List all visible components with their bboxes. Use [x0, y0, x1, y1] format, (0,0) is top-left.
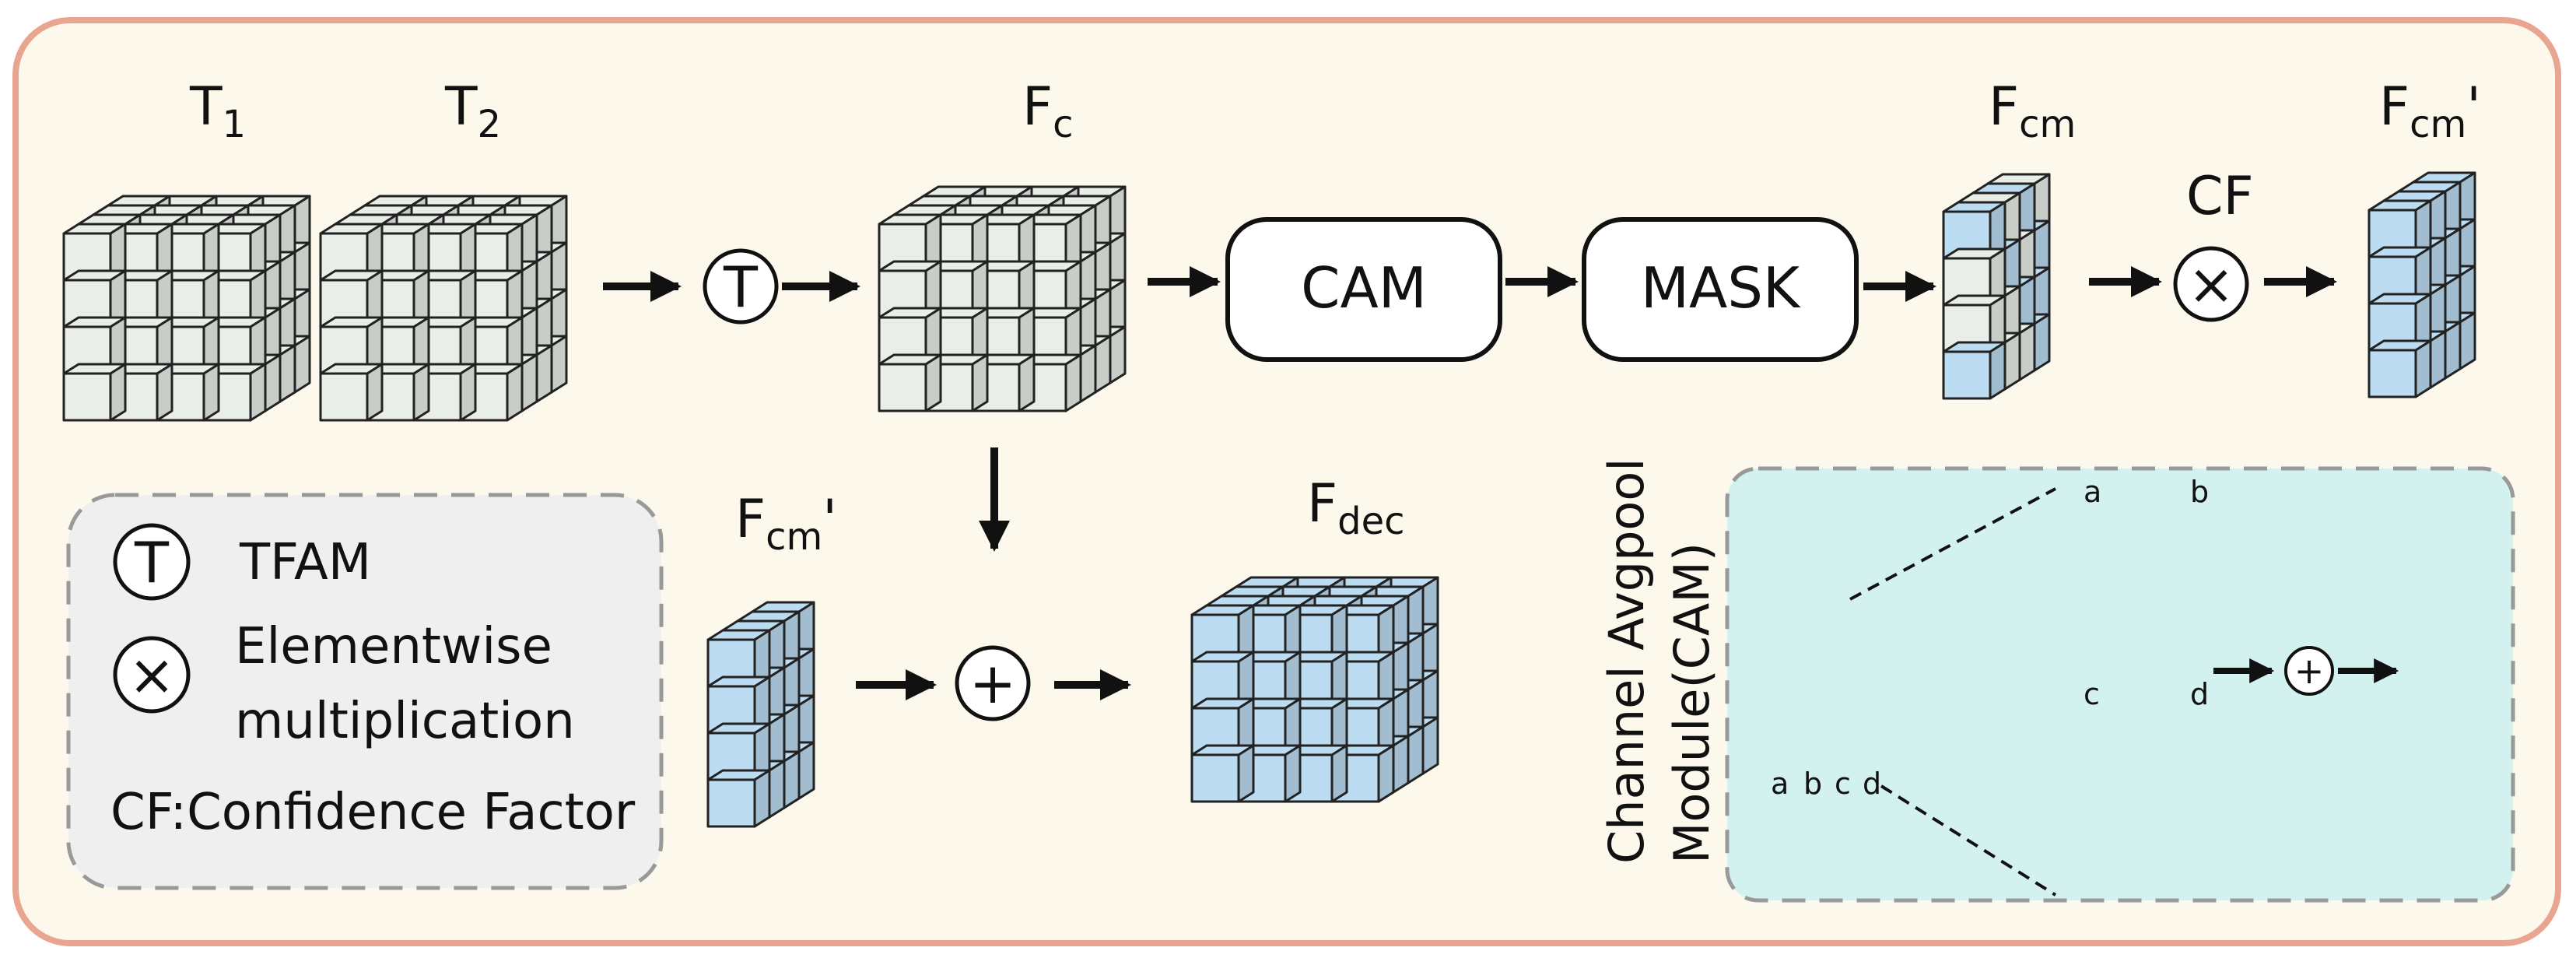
cam-slice-label-d: d [1863, 767, 1881, 801]
cam-module-panel [1725, 466, 2515, 903]
cam-module-title-1: Channel Avgpool [1598, 458, 1655, 864]
svg-text:CAM: CAM [1301, 255, 1427, 321]
cam-branch-label-b: b [2190, 475, 2209, 509]
label-t2: T2 [444, 76, 501, 146]
legend-multiply-text-1: Elementwise [235, 618, 552, 675]
cube-block-t1 [62, 195, 311, 422]
cam-plus-operator: + [2284, 646, 2334, 696]
cam-module-title-2: Module(CAM) [1663, 542, 1720, 864]
svg-text:+: + [969, 651, 1016, 716]
cam-branch-label-a: a [2084, 475, 2101, 509]
label-cf: CF [2186, 166, 2254, 227]
cam-branch-label-c: c [2084, 677, 2100, 711]
label-fcm-prime-top: Fcm' [2379, 76, 2481, 146]
cam-slice-label-b: b [1803, 767, 1822, 801]
svg-text:×: × [2188, 251, 2234, 317]
tfam-operator: T [703, 248, 779, 325]
svg-text:MASK: MASK [1641, 255, 1801, 321]
cube-block-t2 [319, 195, 568, 422]
cam-branch-label-d: d [2190, 677, 2209, 711]
legend-tfam-icon [113, 523, 191, 601]
cube-block-fdec [1190, 576, 1439, 803]
mask-box: MASK [1582, 217, 1859, 362]
legend-box: T TFAM × Elementwise multiplication CF:C… [66, 493, 664, 890]
legend-multiply-icon [113, 636, 191, 714]
label-fdec: Fdec [1307, 473, 1405, 543]
cam-slice-label-c: c [1835, 767, 1851, 801]
cam-box: CAM [1225, 217, 1502, 362]
cam-split-line-bottom [1880, 784, 2057, 897]
cube-block-fc [878, 185, 1127, 412]
cube-block-fcm-prime-top [2367, 171, 2476, 398]
label-fcm-prime-bottom: Fcm' [735, 489, 837, 559]
label-fc: Fc [1022, 76, 1074, 146]
cam-split-line-top [1849, 487, 2056, 601]
label-fcm: Fcm [1989, 76, 2076, 146]
label-t1: T1 [189, 76, 246, 146]
legend-cf-text: CF:Confidence Factor [110, 784, 636, 841]
legend-tfam-text: TFAM [239, 534, 371, 591]
plus-operator: + [955, 645, 1031, 721]
svg-text:+: + [2294, 650, 2325, 692]
multiply-operator: × [2173, 246, 2249, 322]
cam-slice-label-a: a [1771, 767, 1789, 801]
legend-multiply-text-2: multiplication [235, 693, 575, 750]
cube-block-fcm [1942, 173, 2051, 400]
svg-text:×: × [128, 642, 175, 707]
svg-text:T: T [723, 254, 759, 320]
svg-text:T: T [134, 530, 170, 595]
cube-block-fcm-prime-bottom [706, 601, 815, 828]
